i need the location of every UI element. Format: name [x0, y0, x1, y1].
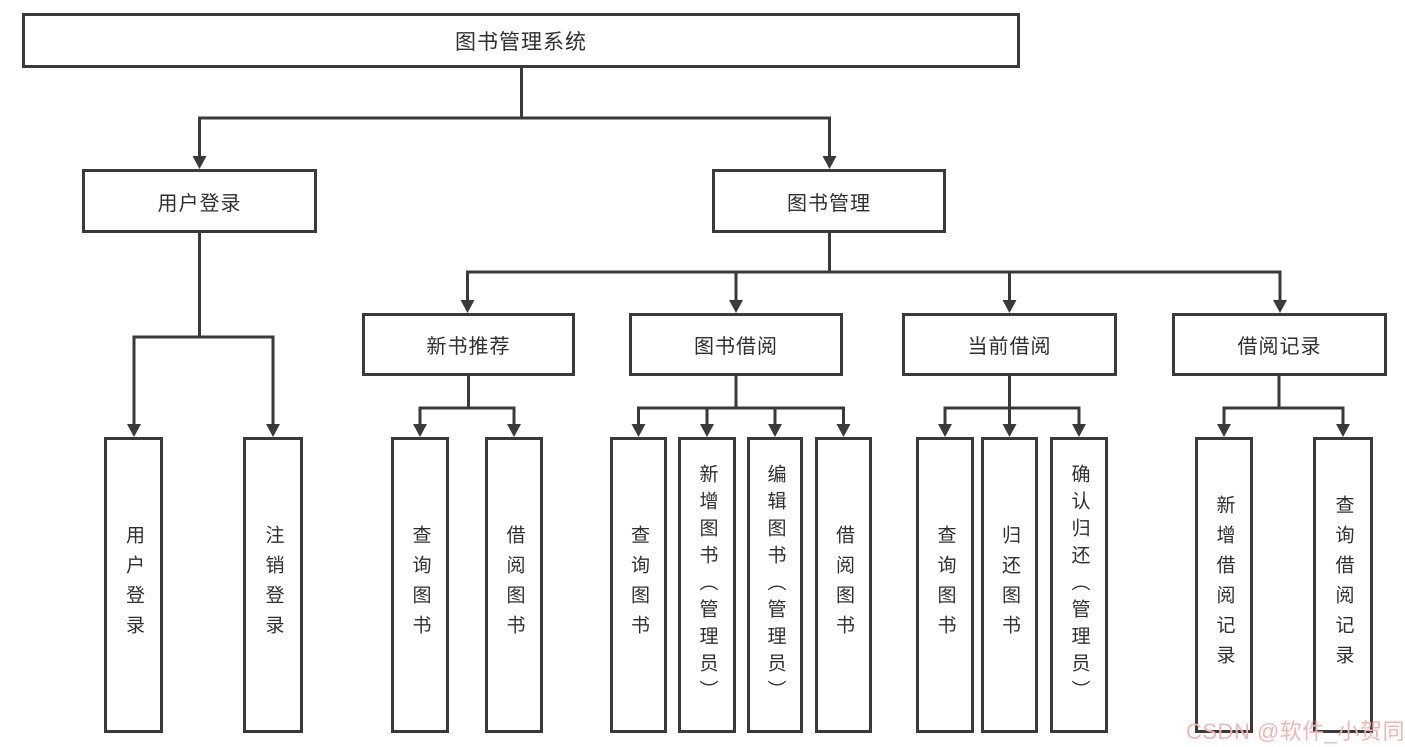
watermark: CSDN @软件_小贺同学 — [1186, 719, 1405, 744]
node-current-borrowing: 当前借阅 — [902, 313, 1117, 376]
leaf-query-books-borrow: 查询图书 — [610, 437, 667, 733]
node-user-login: 用户登录 — [82, 169, 317, 233]
leaf-query-books-current: 查询图书 — [916, 437, 974, 733]
leaf-add-books-admin: 新增图书（管理员） — [678, 437, 736, 733]
leaf-logout: 注销登录 — [243, 437, 303, 733]
node-book-management: 图书管理 — [712, 169, 946, 233]
leaf-borrow-books-borrow: 借阅图书 — [815, 437, 872, 733]
node-book-borrowing: 图书借阅 — [629, 313, 843, 376]
node-new-book-recommendation: 新书推荐 — [362, 313, 575, 376]
leaf-borrow-books-newbook: 借阅图书 — [485, 437, 543, 733]
leaf-return-books: 归还图书 — [981, 437, 1038, 733]
node-borrowing-records: 借阅记录 — [1172, 313, 1387, 376]
leaf-add-borrow-record: 新增借阅记录 — [1195, 437, 1253, 733]
leaf-query-borrow-record: 查询借阅记录 — [1313, 437, 1373, 733]
leaf-edit-books-admin: 编辑图书（管理员） — [747, 437, 803, 733]
leaf-confirm-return-admin: 确认归还（管理员） — [1050, 437, 1108, 733]
leaf-user-login: 用户登录 — [104, 437, 163, 733]
node-library-management-system: 图书管理系统 — [22, 13, 1020, 68]
leaf-query-books-newbook: 查询图书 — [391, 437, 449, 733]
